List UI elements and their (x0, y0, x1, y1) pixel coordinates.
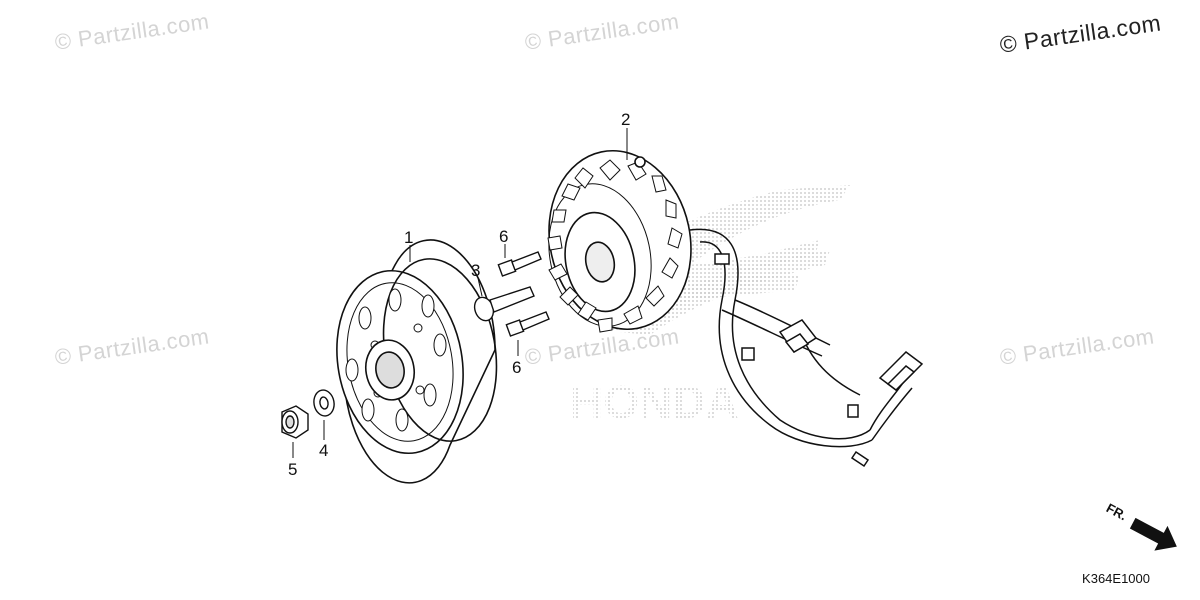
callout-3: 3 (471, 261, 480, 280)
callout-6-lower: 6 (512, 358, 521, 377)
connector-upper (778, 319, 818, 354)
bolt-lower (505, 311, 550, 337)
wire-harness (689, 228, 913, 468)
front-direction-indicator: FR. (1104, 500, 1177, 551)
nut (281, 405, 309, 439)
callout-2: 2 (621, 110, 630, 129)
callout-6-upper: 6 (499, 227, 508, 246)
direction-label: FR. (1104, 500, 1130, 523)
washer (313, 389, 335, 417)
honda-wordmark: HONDA (570, 376, 739, 428)
stator (547, 149, 692, 333)
leader-lines (292, 128, 628, 458)
connector-lower (878, 351, 924, 391)
diagram-code: K364E1000 (1082, 571, 1150, 586)
callout-1: 1 (404, 228, 413, 247)
flywheel (336, 239, 498, 484)
callout-5: 5 (288, 460, 297, 479)
callout-4: 4 (319, 441, 328, 460)
arrow-icon (1129, 517, 1177, 551)
bolt-upper (497, 251, 542, 277)
flange-bolt (473, 286, 535, 322)
